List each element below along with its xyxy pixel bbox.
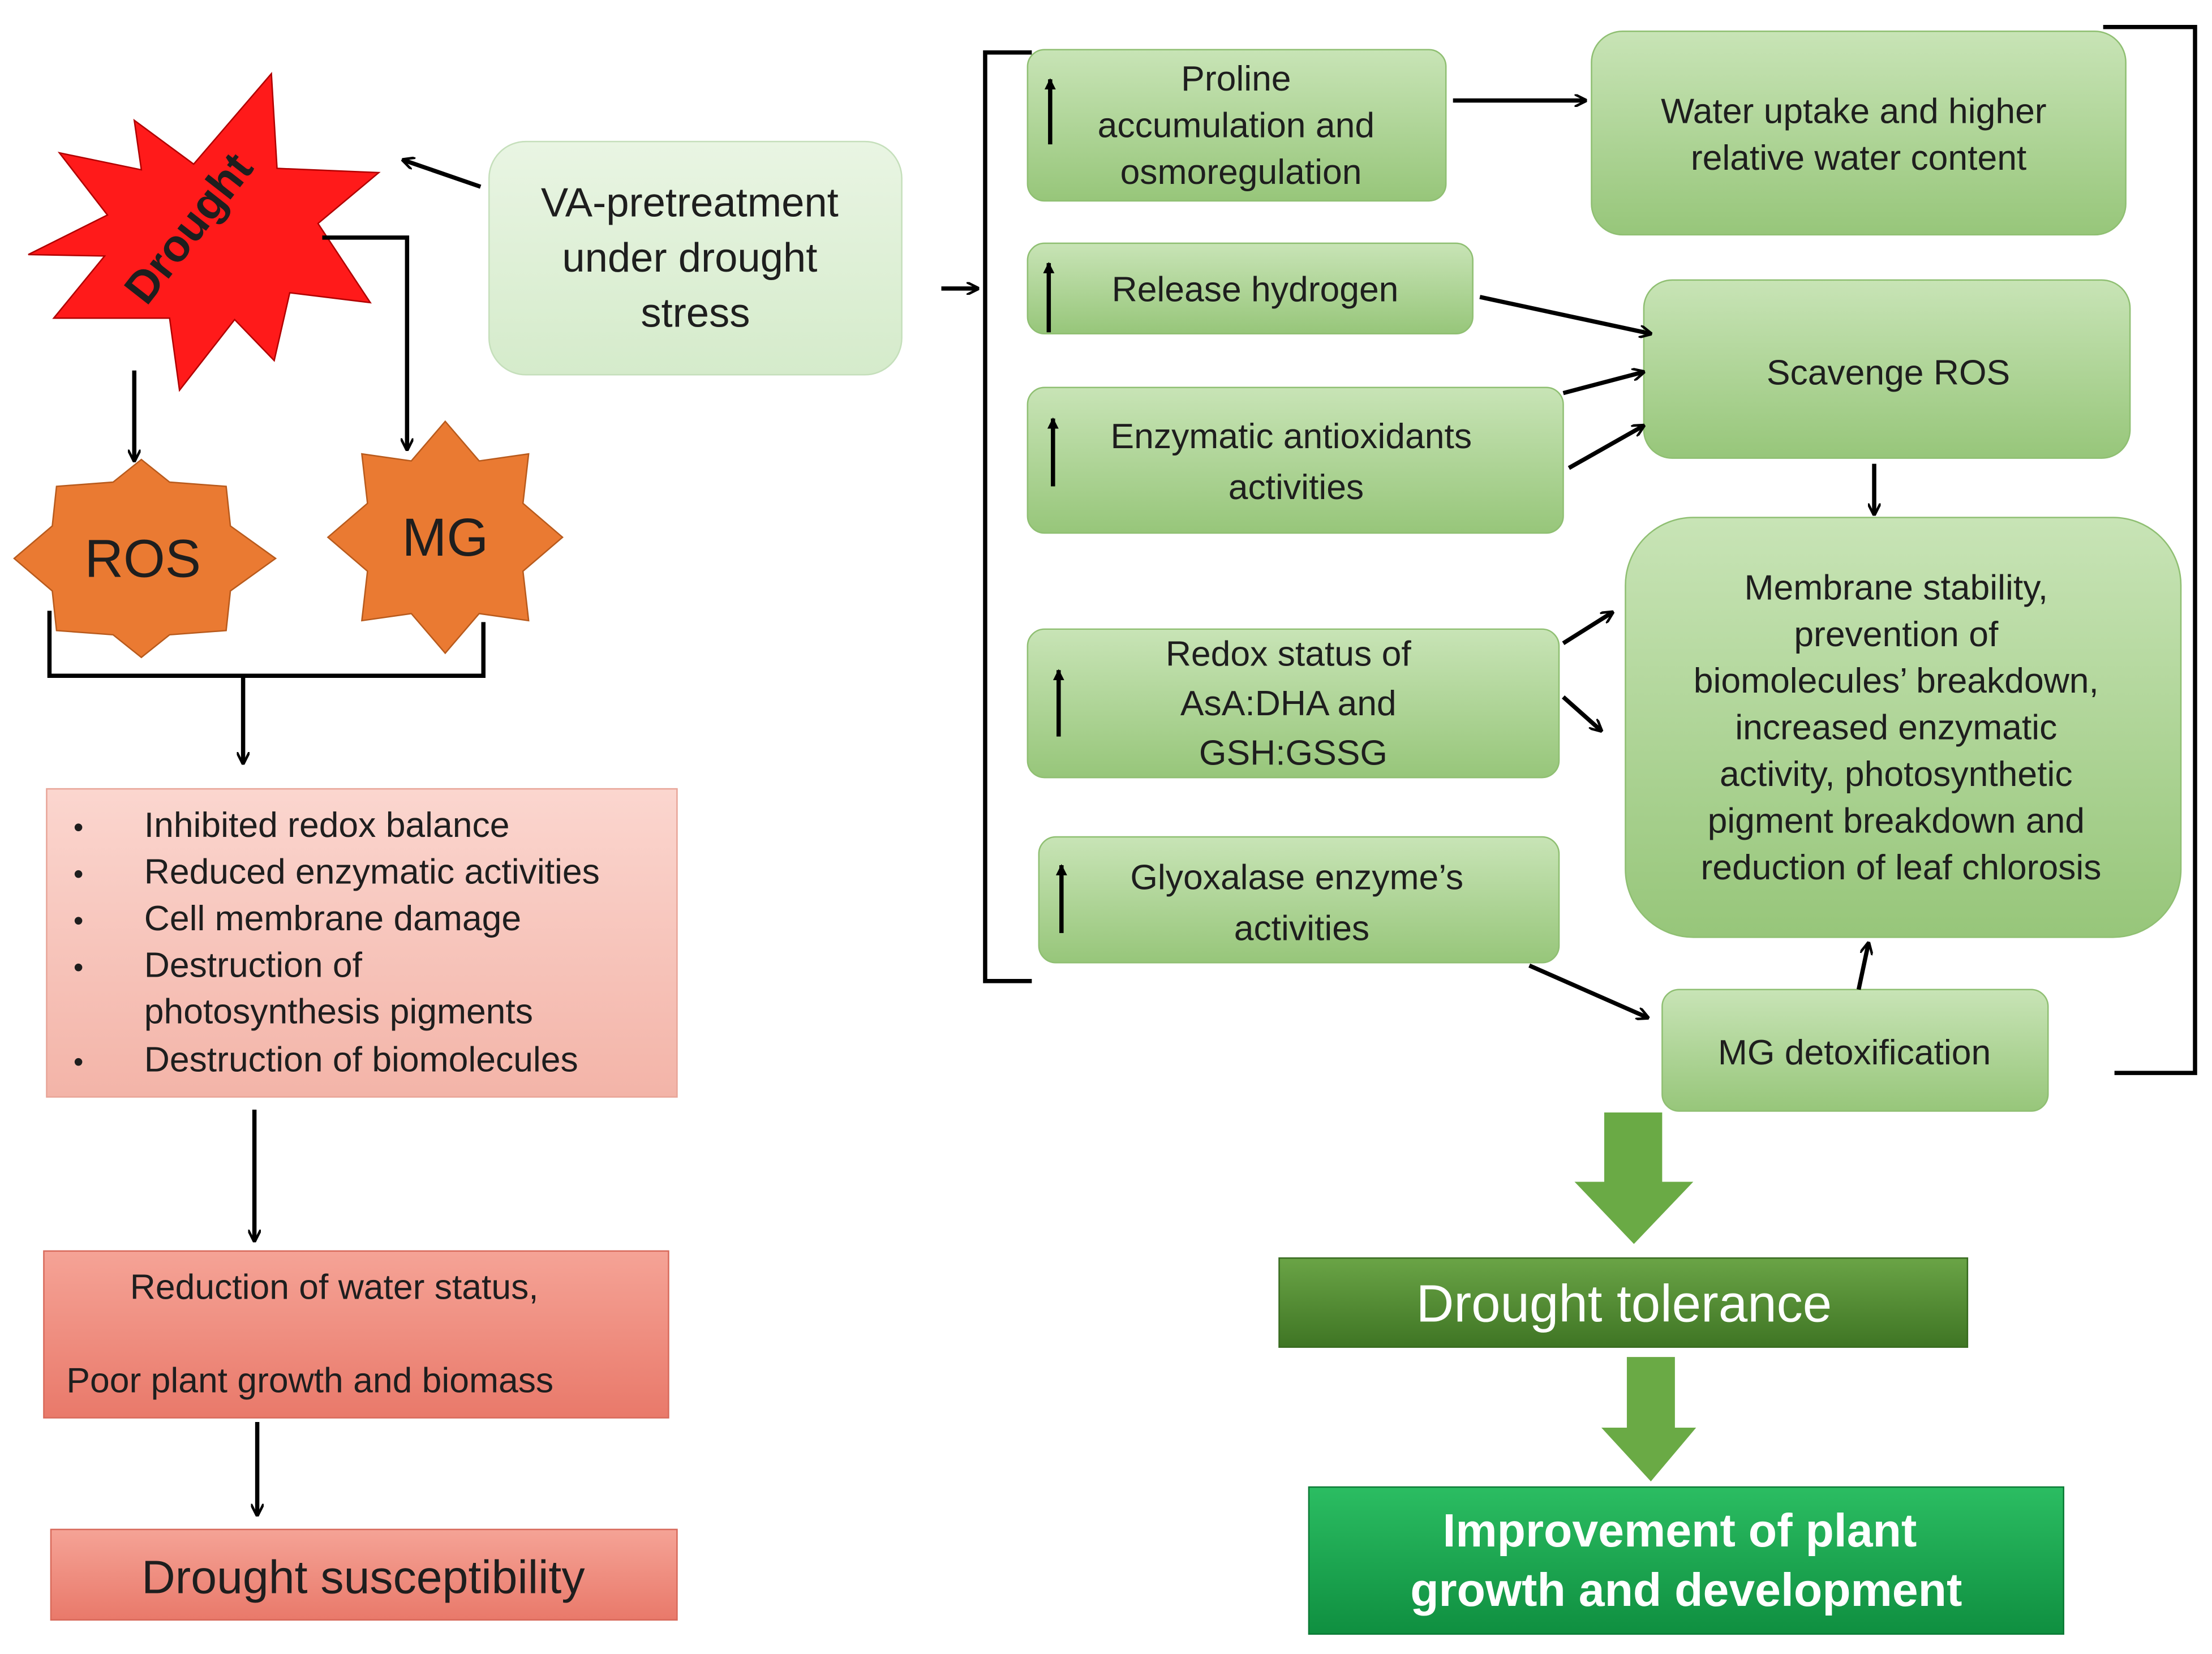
arrow-pretreatment-to-drought (403, 160, 482, 189)
va-pretreatment-text: VA-pretreatment under drought stress (541, 179, 850, 336)
arrow-redox-to-membrane-1 (1562, 612, 1613, 645)
right-bracket (2103, 25, 2197, 1075)
reduction-line-2: Poor plant growth and biomass (66, 1361, 553, 1400)
membrane-stability-text: Membrane stability, prevention of biomol… (1694, 568, 2108, 887)
water-uptake-box (1591, 31, 2127, 236)
damage-item: • Inhibited redox balance (74, 805, 510, 845)
damage-item: • Cell membrane damage (74, 899, 521, 938)
damage-item-text: Cell membrane damage (144, 899, 521, 938)
ros-label: ROS (84, 529, 201, 588)
membrane-stability-box (1625, 517, 2182, 938)
release-hydrogen-box (1026, 242, 1474, 335)
damage-item-text: Reduced enzymatic activities (144, 852, 600, 891)
bullet: • (74, 858, 83, 890)
damage-item-text: Inhibited redox balance (144, 805, 510, 845)
release-hydrogen-text: Release hydrogen (1112, 269, 1399, 309)
ros-star (13, 458, 277, 659)
damage-list: • Inhibited redox balance • Reduced enzy… (74, 805, 600, 1080)
damage-item: • Destruction of biomolecules (74, 1040, 578, 1080)
arrow-mgdetox-to-membrane (1856, 943, 1869, 990)
bullet: • (74, 811, 83, 843)
enzymatic-antioxidants-box (1026, 386, 1564, 534)
enzymatic-antioxidants-text: Enzymatic antioxidants activities (1110, 416, 1481, 507)
mg-label: MG (402, 508, 488, 568)
big-arrow-to-improvement (1601, 1357, 1696, 1481)
proline-box (1026, 49, 1447, 202)
damage-item: • Destruction of photosynthesis pigments (74, 945, 533, 1031)
arrow-glyoxalase-to-mgdetox (1528, 963, 1648, 1017)
redox-status-box (1026, 628, 1560, 779)
arrow-drought-to-mg (322, 235, 407, 450)
damage-item: • Reduced enzymatic activities (74, 852, 600, 891)
water-uptake-text: Water uptake and higher relative water c… (1661, 92, 2056, 178)
improvement-label: Improvement of plant growth and developm… (1410, 1505, 1962, 1616)
glyoxalase-box (1038, 836, 1560, 964)
left-bracket (983, 50, 1032, 983)
drought-tolerance-box (1278, 1257, 1969, 1348)
damage-item-text: Destruction of photosynthesis pigments (144, 945, 533, 1031)
mg-detoxification-box (1661, 989, 2049, 1112)
arrow-enzymatic-to-scavenge-2 (1567, 426, 1644, 470)
susceptibility-label: Drought susceptibility (141, 1551, 585, 1603)
proline-text: Proline accumulation and osmoregulation (1098, 59, 1385, 192)
big-arrow-to-tolerance (1574, 1112, 1694, 1244)
glyoxalase-text: Glyoxalase enzyme’s activities (1130, 857, 1473, 948)
damage-box (46, 788, 678, 1098)
bullet: • (74, 951, 83, 983)
reduction-line-1: Reduction of water status, (130, 1268, 539, 1307)
mg-star (327, 420, 564, 655)
merge-bracket (47, 611, 486, 678)
arrow-hydrogen-to-scavenge (1479, 295, 1651, 334)
arrow-enzymatic-to-scavenge-1 (1562, 372, 1644, 396)
bullet: • (74, 1046, 83, 1078)
reduction-box (43, 1250, 669, 1419)
bullet: • (74, 905, 83, 936)
redox-status-text: Redox status of AsA:DHA and GSH:GSSG (1166, 634, 1421, 773)
drought-tolerance-label: Drought tolerance (1416, 1274, 1832, 1333)
improvement-box (1308, 1486, 2064, 1635)
arrow-redox-to-membrane-2 (1562, 695, 1601, 731)
mg-detoxification-text: MG detoxification (1718, 1033, 1991, 1072)
va-pretreatment-box (488, 140, 903, 376)
damage-item-text: Destruction of biomolecules (144, 1040, 578, 1080)
scavenge-ros-text: Scavenge ROS (1767, 353, 2010, 393)
drought-star (28, 72, 381, 392)
susceptibility-box (50, 1528, 678, 1621)
